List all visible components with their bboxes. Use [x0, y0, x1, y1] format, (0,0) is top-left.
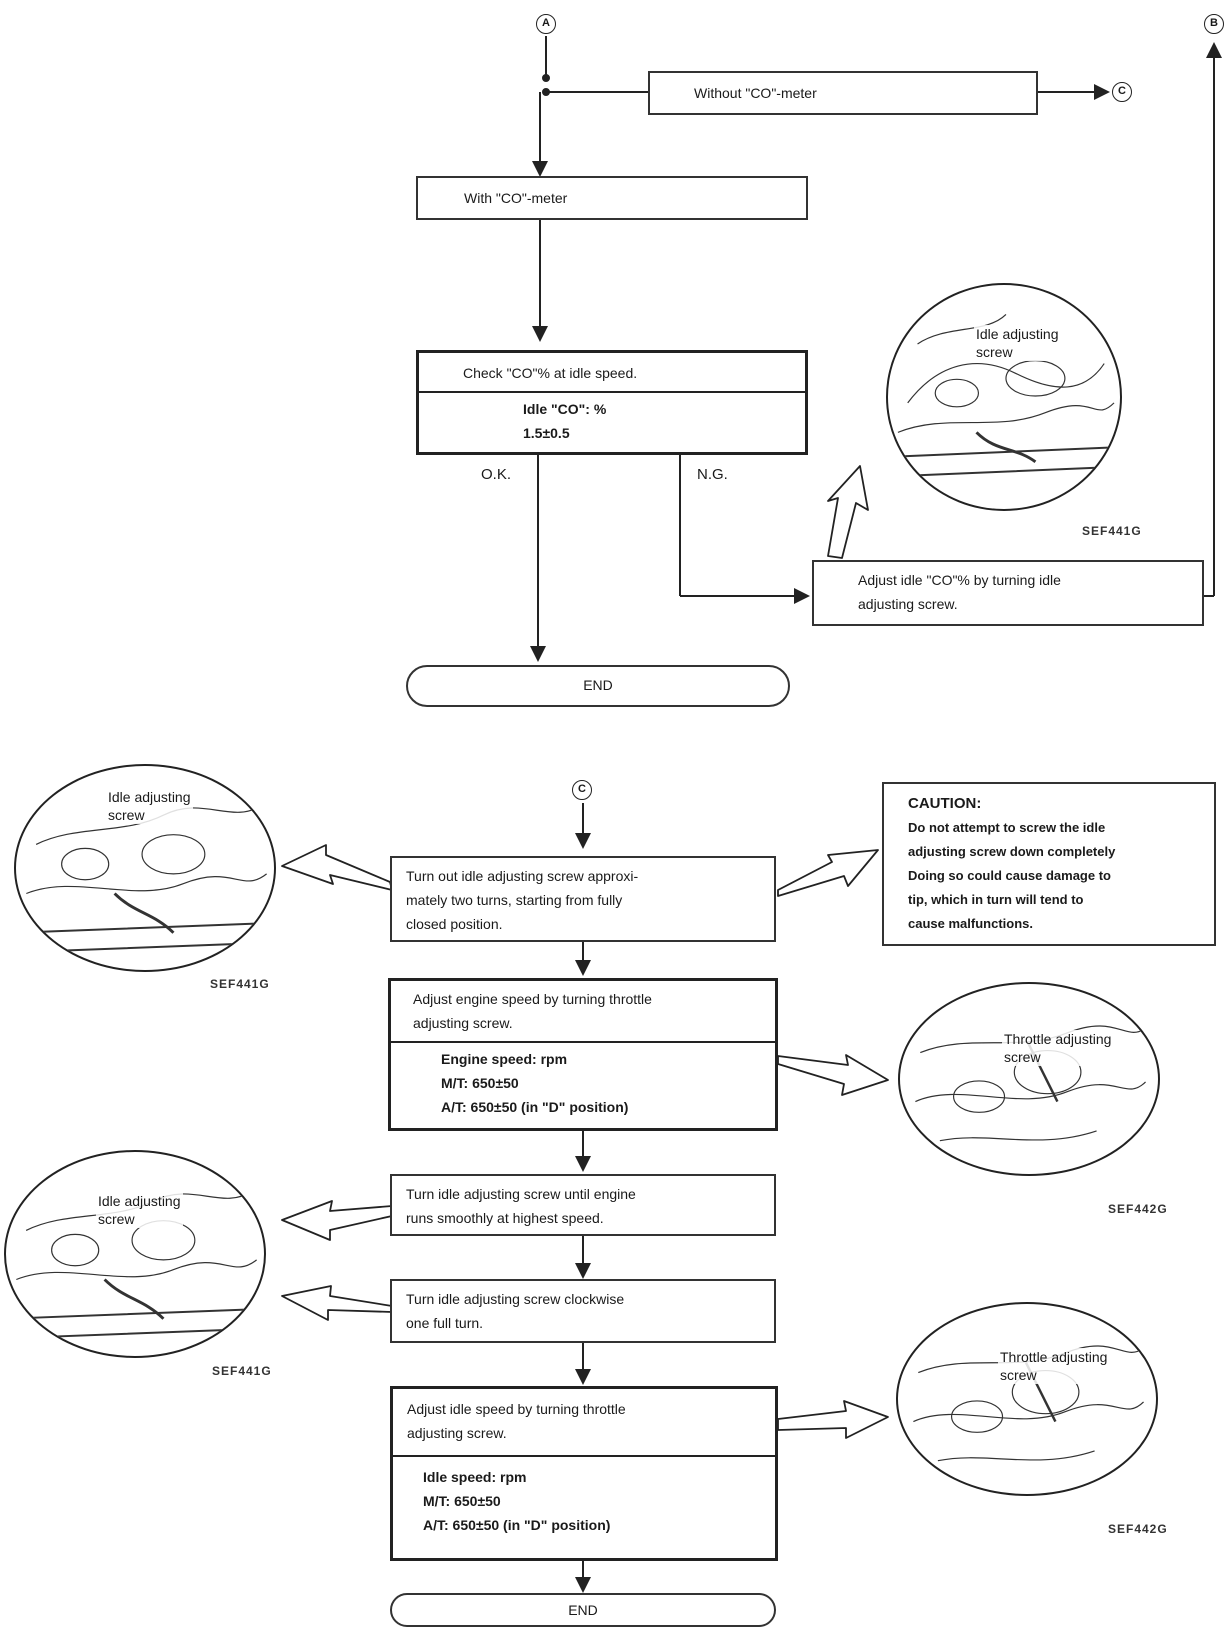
figure-code-442-a: SEF442G [1108, 1202, 1168, 1216]
turn-out-screw-box: Turn out idle adjusting screw approxi- m… [390, 856, 776, 942]
turn-until-smooth-label: Turn idle adjusting screw until engine r… [406, 1186, 636, 1226]
turn-until-smooth-box: Turn idle adjusting screw until engine r… [390, 1174, 776, 1236]
idle-adjusting-screw-caption: Idle adjusting screw [974, 325, 1061, 361]
ok-label: O.K. [481, 466, 512, 483]
without-co-meter-label: Without "CO"-meter [694, 85, 817, 101]
caution-title: CAUTION: [908, 795, 982, 812]
adjust-co-label: Adjust idle "CO"% by turning idle adjust… [858, 572, 1061, 612]
check-co-spec: Idle "CO": % 1.5±0.5 [419, 391, 805, 447]
check-co-box: Check "CO"% at idle speed. Idle "CO": % … [416, 350, 808, 455]
figure-code-442-b: SEF442G [1108, 1522, 1168, 1536]
throttle-adjusting-screw-illustration-2: Throttle adjusting screw [896, 1302, 1158, 1496]
caution-box: CAUTION: Do not attempt to screw the idl… [882, 782, 1216, 946]
end-terminator-bottom: END [390, 1593, 776, 1627]
ng-label: N.G. [697, 466, 728, 483]
engine-sketch [888, 314, 1120, 478]
check-co-title: Check "CO"% at idle speed. [463, 365, 638, 381]
with-co-meter-label: With "CO"-meter [464, 190, 568, 206]
throttle-adjusting-screw-illustration-1: Throttle adjusting screw [898, 982, 1160, 1176]
engine-speed-spec: Engine speed: rpm M/T: 650±50 A/T: 650±5… [391, 1041, 775, 1121]
idle-adjusting-screw-caption: Idle adjusting screw [96, 1192, 183, 1228]
adjust-idle-speed-title: Adjust idle speed by turning throttle ad… [407, 1401, 626, 1441]
with-co-meter-box: With "CO"-meter [416, 176, 808, 220]
engine-sketch [915, 1025, 1146, 1142]
connector-c-out: C [1112, 82, 1132, 102]
adjust-engine-speed-title: Adjust engine speed by turning throttle … [413, 991, 652, 1031]
idle-adjusting-screw-illustration-2: Idle adjusting screw [4, 1150, 266, 1358]
turn-out-screw-label: Turn out idle adjusting screw approxi- m… [406, 868, 639, 932]
idle-speed-spec: Idle speed: rpm M/T: 650±50 A/T: 650±50 … [393, 1455, 775, 1539]
adjust-idle-speed-box: Adjust idle speed by turning throttle ad… [390, 1386, 778, 1561]
throttle-adjusting-screw-caption: Throttle adjusting screw [998, 1348, 1110, 1384]
connector-b: B [1204, 14, 1224, 34]
connector-c: C [572, 780, 592, 800]
engine-sketch [913, 1345, 1144, 1462]
adjust-co-box: Adjust idle "CO"% by turning idle adjust… [812, 560, 1204, 626]
adjust-engine-speed-box: Adjust engine speed by turning throttle … [388, 978, 778, 1131]
without-co-meter-box: Without "CO"-meter [648, 71, 1038, 115]
connector-a: A [536, 14, 556, 34]
caution-text: Do not attempt to screw the idle adjusti… [908, 820, 1116, 931]
throttle-adjusting-screw-caption: Throttle adjusting screw [1002, 1030, 1114, 1066]
idle-adjusting-screw-caption: Idle adjusting screw [106, 788, 193, 824]
idle-adjusting-screw-illustration-1: Idle adjusting screw [14, 764, 276, 972]
engine-sketch [6, 1190, 264, 1340]
turn-clockwise-label: Turn idle adjusting screw clockwise one … [406, 1291, 625, 1331]
figure-code-441-b: SEF441G [212, 1364, 272, 1378]
figure-code-441-a: SEF441G [210, 977, 270, 991]
figure-code-top: SEF441G [1082, 524, 1142, 538]
idle-adjusting-screw-illustration-top: Idle adjusting screw [886, 283, 1122, 511]
end-terminator-top: END [406, 665, 790, 707]
turn-clockwise-box: Turn idle adjusting screw clockwise one … [390, 1279, 776, 1343]
